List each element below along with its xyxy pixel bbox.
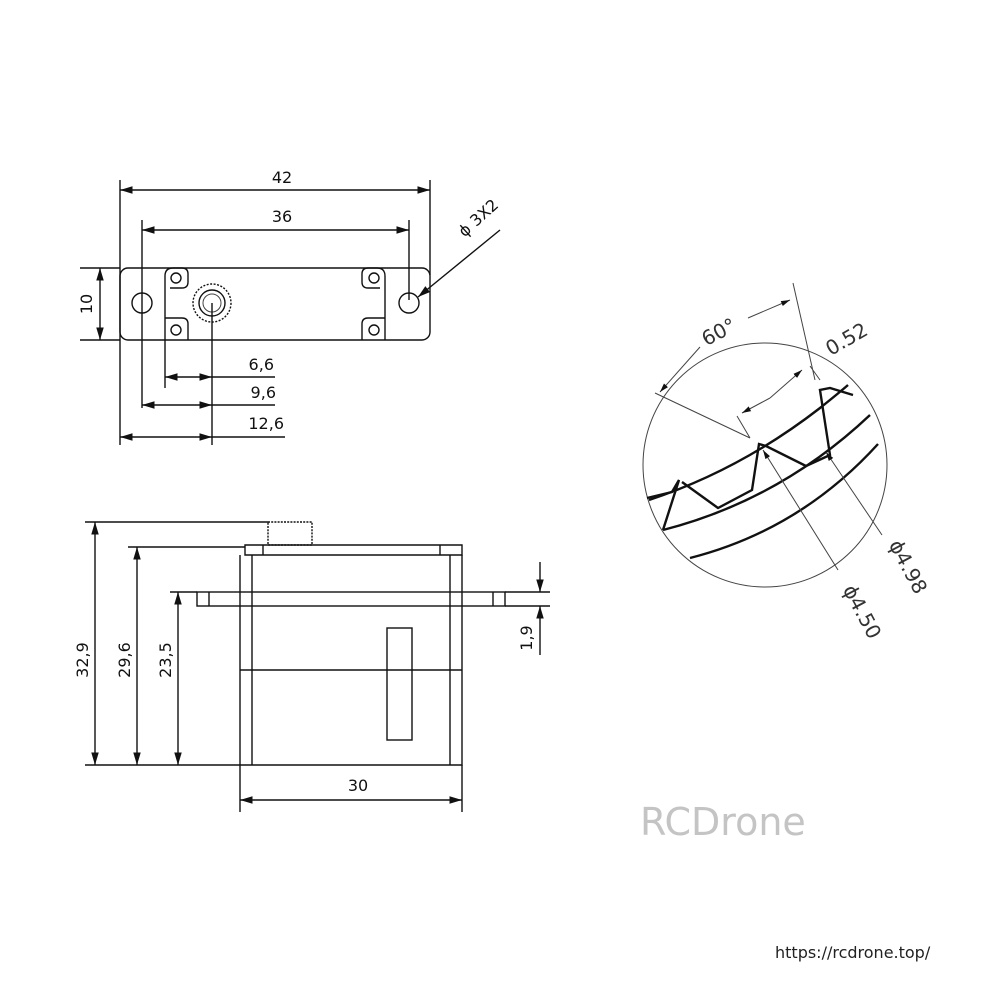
dim-29-6: 29,6 [115, 642, 134, 678]
angle-60: 60° [697, 313, 740, 351]
dim-23-5: 23,5 [156, 642, 175, 678]
dim-9-6: 9,6 [251, 383, 276, 402]
pitch-052: 0.52 [821, 317, 872, 360]
outer-diameter: ϕ4.98 [884, 536, 932, 598]
dim-36: 36 [272, 207, 292, 226]
root-diameter: ϕ4.50 [838, 581, 886, 643]
url-watermark: https://rcdrone.top/ [775, 943, 931, 962]
dim-1-9: 1,9 [517, 625, 536, 650]
top-view: 42 36 10 ϕ 3X2 6,6 9,6 12,6 [77, 168, 502, 445]
dim-42: 42 [272, 168, 292, 187]
dim-12-6: 12,6 [248, 414, 284, 433]
dim-30: 30 [348, 776, 368, 795]
dim-10: 10 [77, 294, 96, 314]
dim-6-6: 6,6 [249, 355, 274, 374]
gear-detail: 60° 0.52 ϕ4.98 ϕ4.50 [642, 282, 932, 643]
brand-watermark: RCDrone [640, 800, 806, 844]
dim-32-9: 32,9 [73, 642, 92, 678]
side-view: 32,9 29,6 23,5 1,9 30 [73, 521, 550, 812]
